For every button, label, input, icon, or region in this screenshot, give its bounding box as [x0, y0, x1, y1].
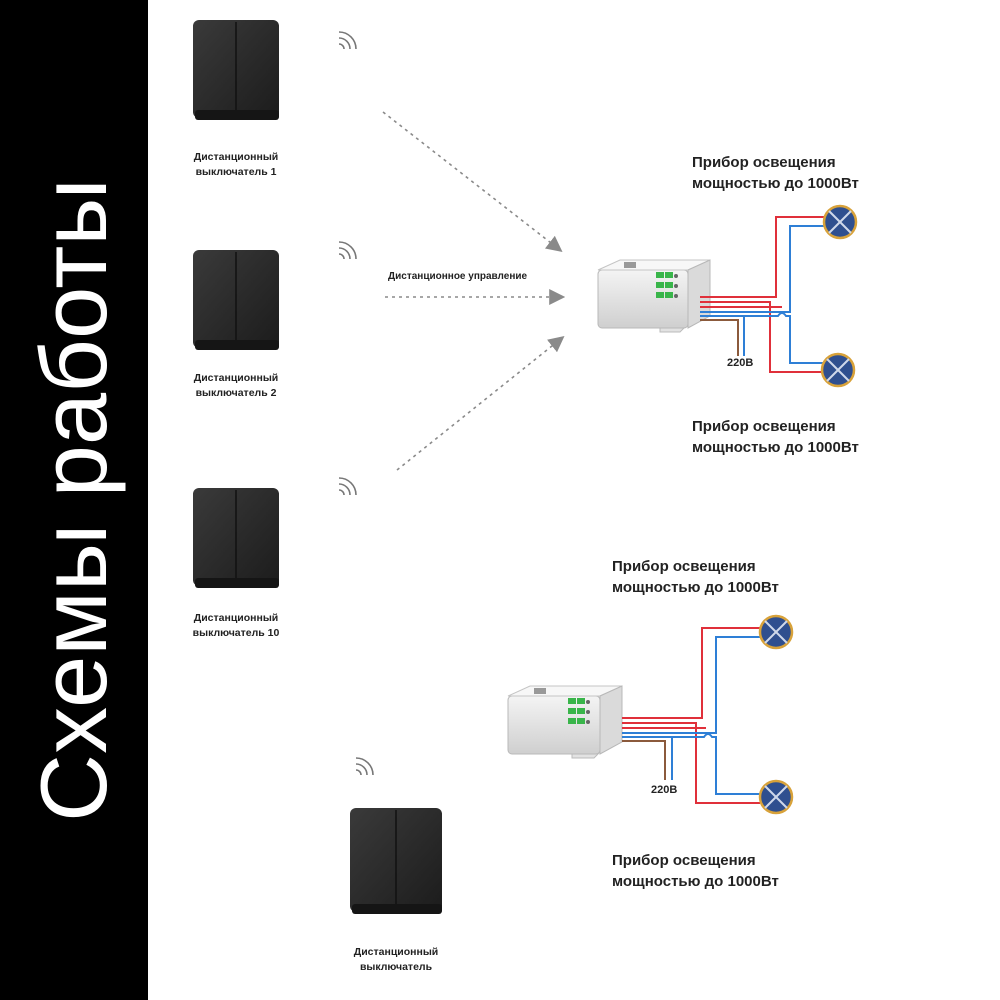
- lamp-label-bottom: Прибор освещения мощностью до 1000Вт: [692, 416, 859, 458]
- wall-switch-icon: [193, 20, 279, 120]
- switch-label-line1: Дистанционный: [193, 151, 279, 163]
- switch-label-2: Дистанционный выключатель 2: [156, 371, 316, 401]
- lamp-label-line2: мощностью до 1000Вт: [692, 439, 859, 456]
- lamp-label-line2: мощностью до 1000Вт: [612, 579, 779, 596]
- remote-control-label: Дистанционное управление: [388, 271, 528, 282]
- wifi-signal-icon: [338, 241, 357, 260]
- voltage-label: 220В: [651, 784, 678, 796]
- lamp-label-line2: мощностью до 1000Вт: [692, 175, 859, 192]
- switch-label-line1: Дистанционный: [193, 612, 279, 624]
- lamp-label-line1: Прибор освещения: [612, 558, 756, 575]
- relay-module-icon: [507, 685, 623, 759]
- wiring: [700, 216, 826, 373]
- switch-label-line2: выключатель 10: [192, 627, 280, 639]
- switch-label-line1: Дистанционный: [193, 372, 279, 384]
- signal-arrow: [396, 336, 565, 471]
- wall-switch-icon: [193, 488, 279, 588]
- wifi-signal-icon: [355, 757, 374, 776]
- lamp-label-line2: мощностью до 1000Вт: [612, 873, 779, 890]
- switch-label-line2: выключатель: [359, 961, 433, 973]
- lamp-label-line1: Прибор освещения: [612, 852, 756, 869]
- lamp-icon: [758, 614, 794, 650]
- switch-label-line2: выключатель 1: [195, 166, 277, 178]
- lamp-label-top: Прибор освещения мощностью до 1000Вт: [692, 152, 859, 194]
- lamp-label-line1: Прибор освещения: [692, 418, 836, 435]
- lamp-icon: [820, 352, 856, 388]
- lamp-icon: [822, 204, 858, 240]
- wiring: [622, 627, 760, 804]
- lamp-label-bottom: Прибор освещения мощностью до 1000Вт: [612, 850, 779, 892]
- signal-arrow: [382, 111, 563, 252]
- voltage-label: 220В: [727, 357, 754, 369]
- sidebar: Схемы работы: [0, 0, 148, 1000]
- wall-switch-icon: [350, 808, 442, 914]
- switch-label-1: Дистанционный выключатель 1: [156, 150, 316, 180]
- wifi-signal-icon: [338, 31, 357, 50]
- lamp-label-top: Прибор освещения мощностью до 1000Вт: [612, 556, 779, 598]
- relay-module-icon: [597, 259, 711, 333]
- lamp-label-line1: Прибор освещения: [692, 154, 836, 171]
- switch-label-line1: Дистанционный: [353, 946, 439, 958]
- switch-label-single: Дистанционный выключатель: [316, 945, 476, 975]
- switch-label-line2: выключатель 2: [195, 387, 277, 399]
- switch-label-10: Дистанционный выключатель 10: [156, 611, 316, 641]
- wall-switch-icon: [193, 250, 279, 350]
- lamp-icon: [758, 779, 794, 815]
- wifi-signal-icon: [338, 477, 357, 496]
